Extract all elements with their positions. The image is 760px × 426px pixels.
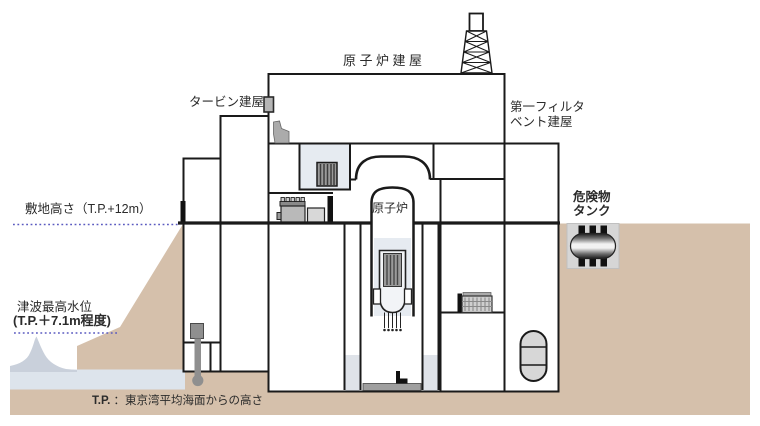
turbine-generator-icon <box>276 197 326 224</box>
exhaust-tower-icon <box>460 12 493 74</box>
basement-equipment <box>457 292 548 382</box>
reactor-containment <box>362 186 422 391</box>
wall-column <box>327 196 333 223</box>
turbine-building-label: タービン建屋 <box>189 95 265 109</box>
turbine-building-marker <box>263 96 275 113</box>
roof-duct-icon <box>273 120 290 144</box>
tp-definition-note: T.P. ：東京湾平均海面からの高さ <box>92 394 263 408</box>
tsunami-wave <box>10 336 77 372</box>
annex-building-outline <box>182 157 222 373</box>
pedestal-floor <box>362 383 422 391</box>
turbine-building-outline <box>219 115 270 373</box>
control-rod-drives <box>384 312 401 328</box>
reactor-core-icon <box>383 253 402 287</box>
hazmat-tank-icon <box>566 223 620 269</box>
tp-abbr: T.P. <box>92 395 111 407</box>
intake-pipe-icon <box>190 323 204 387</box>
reactor-building-outline <box>267 73 506 145</box>
buildings <box>182 73 560 393</box>
vessel-supports <box>372 288 413 305</box>
sea-water <box>10 369 185 390</box>
site-height-label: 敷地高さ（T.P.+12m） <box>25 202 152 216</box>
tsunami-level-value: (T.P.＋7.1m程度) <box>13 313 112 328</box>
hazmat-tank-label: 危険物 タンク <box>573 190 611 219</box>
tp-note-text: ：東京湾平均海面からの高さ <box>110 395 264 407</box>
containment-arch <box>354 155 432 180</box>
storage-tank-icon <box>519 330 548 382</box>
reactor-building-label: 原子炉建屋 <box>343 53 426 68</box>
tsunami-level-label: 津波最高水位 <box>17 300 93 314</box>
annex-door <box>180 201 186 224</box>
hillside-slope <box>77 224 183 372</box>
filter-vent-building-label: 第一フィルタ ベント建屋 <box>510 100 585 130</box>
sump-equipment <box>396 371 408 384</box>
wall-shading-right <box>423 355 438 391</box>
reactor-label: 原子炉 <box>372 201 409 215</box>
wall-shading-left <box>345 355 360 391</box>
hx-room <box>298 142 351 191</box>
interior-walls <box>183 143 506 391</box>
